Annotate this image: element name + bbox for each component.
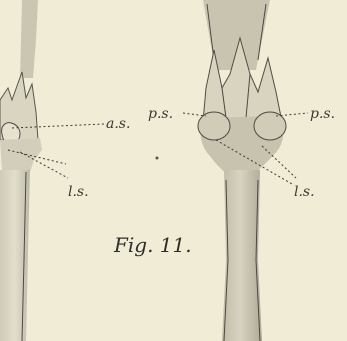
ink-speck	[156, 157, 159, 160]
label-ls-right: l.s.	[294, 184, 315, 200]
figure-caption: Fig. 11.	[113, 233, 192, 257]
leader-ps-left	[183, 113, 206, 116]
right-petal-swelling	[254, 112, 286, 140]
label-as: a.s.	[106, 116, 130, 132]
left-specimen	[0, 0, 42, 341]
left-specimen-top-stalk	[20, 0, 38, 78]
right-specimen	[198, 0, 286, 341]
label-ps-right: p.s.	[310, 106, 335, 122]
left-specimen-collar	[0, 138, 42, 172]
left-petal-swelling	[198, 112, 230, 140]
label-ls-left: l.s.	[68, 184, 89, 200]
label-ps-left: p.s.	[148, 106, 173, 122]
